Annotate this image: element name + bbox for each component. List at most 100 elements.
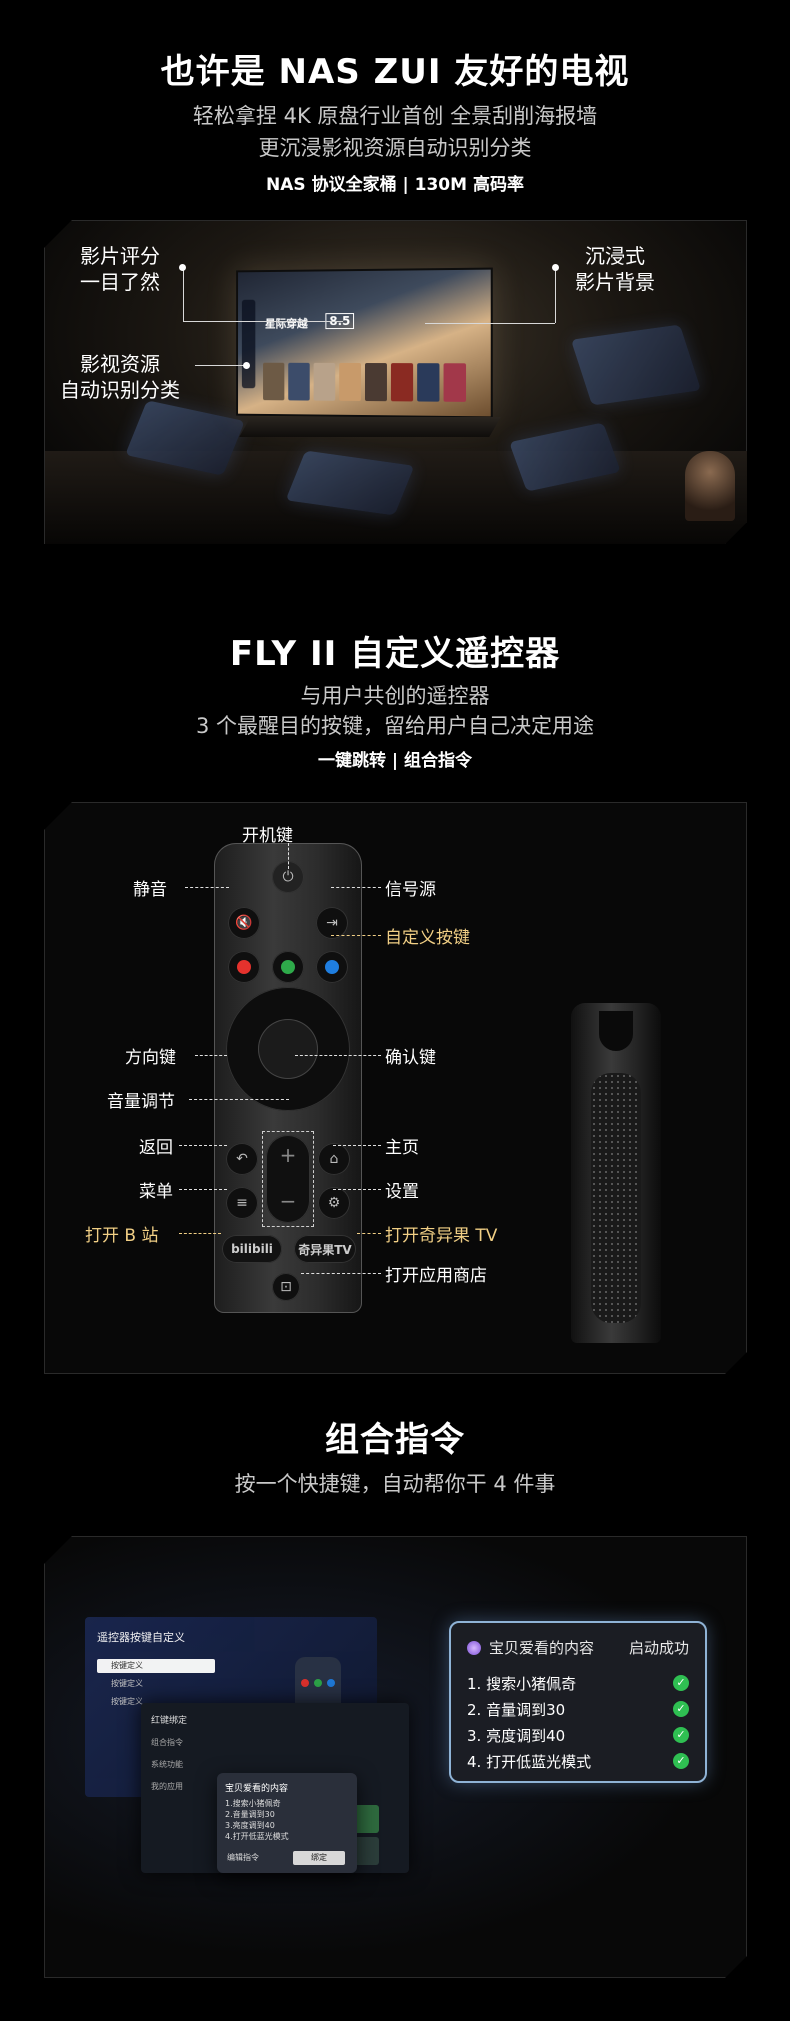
settings-button[interactable]: ⚙ bbox=[318, 1187, 350, 1219]
ok-button[interactable] bbox=[258, 1019, 318, 1079]
remote-side-view bbox=[571, 1003, 661, 1343]
appstore-connector bbox=[301, 1273, 381, 1274]
check-icon: ✓ bbox=[673, 1753, 689, 1769]
iqiyi-button[interactable]: 奇异果TV bbox=[294, 1235, 356, 1263]
menu-button[interactable]: ≡ bbox=[226, 1187, 258, 1219]
label-bilibili: 打开 B 站 bbox=[85, 1221, 158, 1246]
check-icon: ✓ bbox=[673, 1675, 689, 1691]
callout-resources-line bbox=[195, 365, 247, 366]
tv-sidebar bbox=[242, 300, 255, 389]
section2-subtitle-1: 与用户共创的遥控器 bbox=[0, 680, 790, 710]
label-settings: 设置 bbox=[385, 1177, 419, 1202]
remote-control: ⏻ 🔇 ⇥ +− ↶ ⌂ ≡ ⚙ bilibili 奇异果TV ⊡ bbox=[214, 843, 362, 1313]
callout-rating-line bbox=[183, 267, 184, 321]
callout-rating-dot bbox=[179, 264, 186, 271]
poster bbox=[314, 363, 336, 401]
nas-tv-scene: 星际穿越 8.5 影片评分 一目了然 影视资源 自动识别分类 沉浸式 影片背景 bbox=[44, 220, 747, 544]
label-ok: 确认键 bbox=[385, 1043, 436, 1068]
volume-connector bbox=[189, 1099, 289, 1100]
callout-resources-dot bbox=[243, 362, 250, 369]
ok-connector bbox=[295, 1055, 381, 1056]
label-source: 信号源 bbox=[385, 875, 436, 900]
binding-menu-item[interactable]: 组合指令 bbox=[151, 1737, 183, 1748]
modal-title: 宝贝爱看的内容 bbox=[225, 1781, 349, 1794]
menu-connector bbox=[179, 1189, 227, 1190]
combo-command-panel: 遥控器按键自定义 按键定义 按键定义 按键定义 红键绑定 组合指令 系统功能 我… bbox=[44, 1536, 747, 1978]
section1-subtitle-2: 更沉浸影视资源自动识别分类 bbox=[0, 132, 790, 162]
home-button[interactable]: ⌂ bbox=[318, 1143, 350, 1175]
poster bbox=[263, 363, 284, 401]
label-iqiyi: 打开奇异果 TV bbox=[385, 1221, 497, 1246]
binding-menu-item[interactable]: 系统功能 bbox=[151, 1759, 183, 1770]
callout-background-line bbox=[555, 267, 556, 323]
combo-step: 2. 音量调到30 bbox=[467, 1699, 565, 1720]
custom-red-button[interactable] bbox=[228, 951, 260, 983]
label-custom: 自定义按键 bbox=[385, 923, 470, 948]
combo-step: 3. 亮度调到40 bbox=[467, 1725, 565, 1746]
binding-header: 红键绑定 bbox=[151, 1713, 187, 1726]
poster bbox=[417, 363, 439, 402]
bilibili-button[interactable]: bilibili bbox=[222, 1235, 282, 1263]
poster bbox=[365, 363, 387, 401]
mute-button[interactable]: 🔇 bbox=[228, 907, 260, 939]
appstore-button[interactable]: ⊡ bbox=[272, 1273, 300, 1301]
back-connector bbox=[179, 1145, 227, 1146]
bind-button[interactable]: 绑定 bbox=[293, 1851, 345, 1865]
back-button[interactable]: ↶ bbox=[226, 1143, 258, 1175]
callout-rating-line-h bbox=[183, 321, 343, 322]
mute-connector bbox=[185, 887, 229, 888]
green-dot-icon bbox=[314, 1679, 322, 1687]
tv-movie-title: 星际穿越 bbox=[265, 315, 308, 331]
callout-resources: 影视资源 自动识别分类 bbox=[45, 351, 195, 403]
label-volume: 音量调节 bbox=[107, 1087, 175, 1112]
combo-name: 宝贝爱看的内容 bbox=[467, 1637, 594, 1658]
viewer-silhouette bbox=[685, 451, 735, 521]
custom-green-button[interactable] bbox=[272, 951, 304, 983]
remote-side-grip bbox=[591, 1073, 641, 1323]
custom-key-row[interactable]: 按键定义 bbox=[97, 1677, 215, 1691]
direction-pad[interactable] bbox=[226, 987, 350, 1111]
edit-command-button[interactable]: 编辑指令 bbox=[227, 1851, 279, 1865]
combo-detail-modal: 宝贝爱看的内容 1.搜索小猪佩奇 2.音量调到30 3.亮度调到40 4.打开低… bbox=[217, 1773, 357, 1873]
combo-status: 启动成功 bbox=[629, 1637, 689, 1658]
section2-subtitle-2: 3 个最醒目的按键，留给用户自己决定用途 bbox=[0, 710, 790, 740]
label-dpad: 方向键 bbox=[125, 1043, 176, 1068]
custom-connector bbox=[331, 935, 381, 936]
label-power: 开机键 bbox=[242, 821, 293, 846]
tv-stand bbox=[239, 417, 501, 437]
remote-side-notch bbox=[599, 1011, 633, 1051]
power-connector bbox=[288, 843, 289, 869]
section1-subtitle-1: 轻松拿捏 4K 原盘行业首创 全景刮削海报墙 bbox=[0, 100, 790, 130]
red-dot-icon bbox=[301, 1679, 309, 1687]
section2-tagline: 一键跳转 | 组合指令 bbox=[0, 746, 790, 771]
check-icon: ✓ bbox=[673, 1701, 689, 1717]
remote-panel: ⏻ 🔇 ⇥ +− ↶ ⌂ ≡ ⚙ bilibili 奇异果TV ⊡ 开机键 静音… bbox=[44, 802, 747, 1374]
combo-status-card: 宝贝爱看的内容 启动成功 1. 搜索小猪佩奇 ✓ 2. 音量调到30 ✓ 3. … bbox=[449, 1621, 707, 1783]
iqiyi-connector bbox=[357, 1233, 381, 1234]
label-appstore: 打开应用商店 bbox=[385, 1261, 487, 1286]
combo-step: 4. 打开低蓝光模式 bbox=[467, 1751, 591, 1772]
dpad-connector bbox=[195, 1055, 227, 1056]
section2-title: FLY II 自定义遥控器 bbox=[0, 626, 790, 675]
callout-rating: 影片评分 一目了然 bbox=[65, 243, 175, 295]
binding-menu-item[interactable]: 我的应用 bbox=[151, 1781, 183, 1792]
custom-blue-button[interactable] bbox=[316, 951, 348, 983]
blue-dot-icon bbox=[327, 1679, 335, 1687]
label-mute: 静音 bbox=[133, 875, 167, 900]
label-home: 主页 bbox=[385, 1133, 419, 1158]
modal-line: 2.音量调到30 bbox=[225, 1809, 349, 1820]
section1-tagline: NAS 协议全家桶 | 130M 高码率 bbox=[0, 170, 790, 195]
label-back: 返回 bbox=[139, 1133, 173, 1158]
custom-key-row[interactable]: 按键定义 bbox=[97, 1659, 215, 1673]
callout-background: 沉浸式 影片背景 bbox=[565, 243, 665, 295]
label-menu: 菜单 bbox=[139, 1177, 173, 1202]
modal-line: 3.亮度调到40 bbox=[225, 1820, 349, 1831]
settings-connector bbox=[333, 1189, 381, 1190]
poster bbox=[339, 363, 361, 401]
callout-background-line-h bbox=[425, 323, 555, 324]
check-icon: ✓ bbox=[673, 1727, 689, 1743]
section3-subtitle: 按一个快捷键，自动帮你干 4 件事 bbox=[0, 1468, 790, 1498]
section1-title: 也许是 NAS ZUI 友好的电视 bbox=[0, 44, 790, 93]
floating-ui-card-right bbox=[571, 325, 701, 406]
callout-background-dot bbox=[552, 264, 559, 271]
